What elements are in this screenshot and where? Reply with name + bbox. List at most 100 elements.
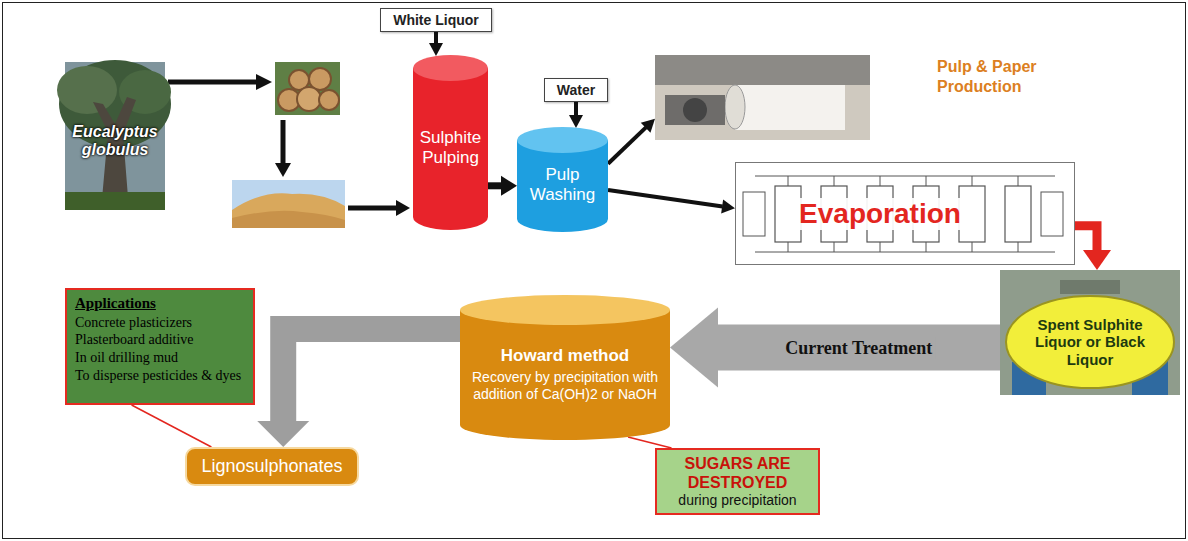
outer-frame (3, 3, 1186, 539)
evaporator-effect (1005, 186, 1031, 242)
connector-line (718, 325, 1001, 371)
node-label: Evaporation (795, 198, 965, 230)
cyl-shape (460, 295, 670, 440)
process-cylinder: Sulphite Pulping (413, 55, 488, 230)
connector (569, 102, 583, 128)
connector-label: Current Treatment (782, 337, 935, 358)
pipe (1018, 176, 1019, 186)
node-text: To disperse pesticides & dyes (75, 367, 241, 385)
machine-wheel (683, 98, 707, 122)
connector-line (1075, 226, 1097, 251)
photo-hall (655, 55, 870, 140)
connector (628, 437, 672, 448)
connector-line (574, 102, 578, 116)
input-box: White Liquor (380, 8, 492, 32)
arrow-line (281, 120, 286, 164)
connector (257, 329, 460, 447)
liquor-photo: Spent Sulphite Liquor or Black Liquor (1000, 270, 1180, 395)
pipe (926, 176, 927, 186)
cylinder-top (413, 55, 488, 81)
schematic-box (1041, 192, 1063, 236)
pipe (788, 176, 789, 186)
arrow-head (569, 115, 583, 128)
arrow-line (168, 80, 257, 85)
process-cylinder: Pulp Washing (517, 127, 608, 232)
paper-roll (735, 85, 845, 130)
photo-grass (65, 192, 165, 210)
machine-frame (655, 55, 870, 85)
connector-line (283, 329, 460, 422)
connector (132, 405, 212, 447)
pipe (1018, 242, 1019, 252)
paper-roll-end (725, 85, 745, 129)
arrow-head (721, 200, 735, 214)
connector-line (132, 405, 212, 447)
pipe (834, 242, 835, 252)
connector (1075, 226, 1111, 270)
arrow-head (429, 43, 443, 56)
node-label: Eucalyptus globulus (69, 123, 161, 159)
feed-arrows (168, 74, 410, 216)
cylinder-body (460, 310, 670, 440)
tree-photo: Eucalyptus globulus (65, 62, 165, 210)
node-label: White Liquor (393, 12, 479, 28)
pipe (755, 176, 1055, 177)
node-label: Lignosulphonates (201, 456, 342, 477)
node-label: Applications (75, 294, 241, 314)
product-photo: Pulp & Paper Production (655, 55, 1045, 140)
node-label: Pulp & Paper Production (937, 57, 1045, 97)
pipe (926, 242, 927, 252)
arrow-head (257, 421, 309, 447)
connector (670, 308, 1000, 388)
node-text: during precipitation (663, 492, 812, 509)
arrow-head (641, 119, 655, 133)
applications-box: ApplicationsConcrete plasticizersPlaster… (65, 288, 255, 405)
pipe (972, 242, 973, 252)
arrow-head (670, 308, 718, 388)
arrow-line (348, 206, 397, 211)
node-label: Sulphite Pulping (416, 128, 485, 169)
connector (429, 32, 443, 56)
photo-ground (1000, 270, 1180, 395)
cylinder-top (460, 295, 670, 325)
pipe (880, 242, 881, 252)
connector (608, 190, 735, 213)
arrow-head (1083, 250, 1111, 270)
pipe (880, 176, 881, 186)
pipe (972, 176, 973, 186)
wood-chips-photo (232, 180, 345, 228)
tree-canopy (57, 66, 117, 114)
cylinder-top (517, 127, 608, 153)
connector (608, 119, 655, 164)
log-end (319, 90, 339, 110)
logs-photo (275, 62, 340, 115)
chip-pile-shade (232, 211, 345, 228)
arrow-head (256, 74, 272, 90)
chip-pile (232, 193, 345, 228)
evaporation-schematic: Evaporation (735, 162, 1075, 265)
cylinder-body (413, 68, 488, 230)
connector-line (488, 182, 502, 189)
photo-sky (232, 180, 345, 228)
node-text: Recovery by precipitation with addition … (472, 369, 658, 403)
input-box: Water (544, 78, 608, 102)
node-label: Howard method (501, 346, 629, 366)
node-label: Water (557, 82, 595, 98)
schematic-box (743, 192, 765, 236)
node-text: In oil drilling mud (75, 349, 241, 367)
node-text: Concrete plasticizers (75, 314, 241, 332)
connector-line (434, 32, 438, 44)
pipe (834, 176, 835, 186)
log-end (297, 87, 321, 111)
note-box: SUGARS ARE DESTROYEDduring precipitation (655, 448, 820, 515)
arrow-head (275, 163, 291, 177)
arrow-head (501, 176, 517, 196)
connector-line (608, 190, 723, 207)
node-text: Plasterboard additive (75, 331, 241, 349)
pipe (755, 252, 1055, 253)
connector-line (608, 127, 646, 163)
node-label: Pulp Washing (520, 165, 605, 206)
drum (1060, 280, 1120, 294)
node-label: SUGARS ARE DESTROYED (663, 454, 812, 492)
